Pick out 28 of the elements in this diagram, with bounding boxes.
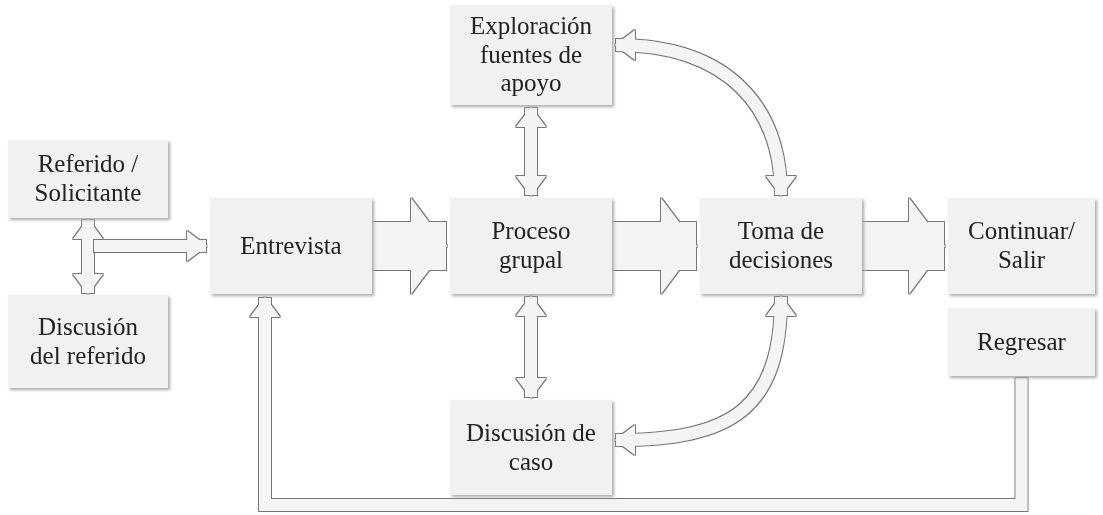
box-label: Toma de decisiones bbox=[727, 217, 835, 275]
process-box bbox=[700, 198, 862, 294]
arrow bbox=[615, 30, 795, 196]
arrow bbox=[372, 198, 447, 294]
box-label: Entrevista bbox=[240, 231, 342, 261]
box-label: Proceso grupal bbox=[490, 217, 572, 275]
arrow bbox=[612, 198, 697, 294]
box-label: Discusión del referido bbox=[29, 312, 147, 371]
arrow bbox=[73, 219, 103, 294]
arrow bbox=[516, 107, 546, 196]
process-box bbox=[450, 400, 612, 495]
box-label: Continuar/ Salir bbox=[967, 217, 1076, 275]
box-label: Exploración fuentes de apoyo bbox=[468, 11, 594, 99]
process-box bbox=[948, 308, 1095, 376]
box-label: Referido / Solicitante bbox=[33, 150, 143, 208]
arrow bbox=[516, 296, 546, 398]
process-box bbox=[450, 198, 612, 294]
process-box bbox=[210, 198, 372, 294]
process-box bbox=[8, 295, 168, 388]
arrow bbox=[862, 198, 945, 294]
process-box bbox=[948, 198, 1095, 294]
box-label: Discusión de caso bbox=[466, 418, 596, 477]
box-label: Regresar bbox=[977, 327, 1066, 357]
arrow bbox=[250, 297, 1028, 511]
arrow bbox=[615, 296, 796, 455]
arrow bbox=[94, 231, 207, 261]
process-box bbox=[8, 140, 168, 218]
process-box bbox=[450, 5, 612, 105]
